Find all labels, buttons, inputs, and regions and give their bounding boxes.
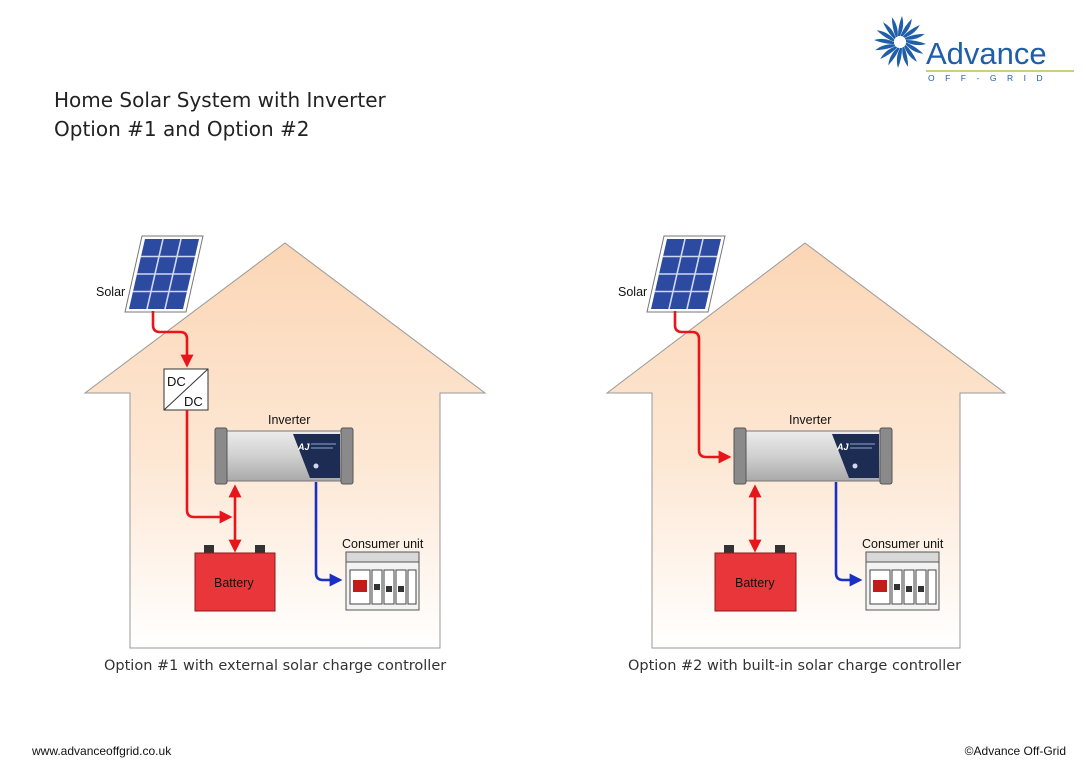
page-title-line2: Option #1 and Option #2 <box>54 117 310 141</box>
sunburst-blade <box>891 17 898 38</box>
consumer-unit-label: Consumer unit <box>862 537 944 551</box>
solar-to-inverter-wire <box>673 311 732 464</box>
battery-label: Battery <box>214 576 254 590</box>
consumer-unit <box>345 551 420 611</box>
inverter-to-consumer-ac-wire <box>314 482 343 587</box>
dc-dc-charge-controller: DC DC <box>163 368 209 411</box>
sunburst-blade <box>902 46 909 67</box>
footer-copyright: ©Advance Off-Grid <box>964 744 1066 758</box>
option-1-diagram: Solar DC DC Inverter AJ Battery <box>83 235 487 649</box>
page-title-line1: Home Solar System with Inverter <box>54 88 386 112</box>
inverter-label: Inverter <box>789 413 831 427</box>
option-2-caption: Option #2 with built-in solar charge con… <box>628 658 962 674</box>
sunburst-blade <box>883 22 896 40</box>
sunburst-blade <box>876 30 895 42</box>
inverter-to-consumer-ac-wire <box>834 482 863 587</box>
footer-website: www.advanceoffgrid.co.uk <box>32 744 172 758</box>
sunburst-blade <box>875 44 896 51</box>
sunburst-blade <box>902 25 920 38</box>
logo-brand-name: Advance <box>926 36 1047 71</box>
sunburst-blade <box>900 18 912 37</box>
sunburst-blade <box>904 44 917 62</box>
advance-off-grid-logo: Advance OFF-GRID <box>874 16 1074 83</box>
sunburst-blade <box>880 46 898 59</box>
solar-to-controller-wire <box>151 311 194 368</box>
sunburst-blade <box>874 38 894 44</box>
inverter-brand-badge: AJ <box>836 442 849 452</box>
option-2-diagram: Solar Inverter AJ Battery Consumer unit <box>605 235 1007 649</box>
dc-output-label: DC <box>184 394 203 409</box>
battery: Battery <box>194 545 276 612</box>
solar-label: Solar <box>618 285 647 299</box>
consumer-unit <box>865 551 940 611</box>
inverter-label: Inverter <box>268 413 310 427</box>
inverter: AJ <box>733 427 893 485</box>
battery-label: Battery <box>735 576 775 590</box>
sunburst-blade <box>898 16 904 36</box>
sunburst-blade <box>896 48 902 68</box>
logo-brand-subtitle: OFF-GRID <box>928 73 1053 83</box>
solar-label: Solar <box>96 285 125 299</box>
sunburst-blade <box>904 33 925 40</box>
consumer-unit-label: Consumer unit <box>342 537 424 551</box>
sunburst-logo-icon <box>874 16 926 68</box>
option-1-caption: Option #1 with external solar charge con… <box>104 658 447 674</box>
inverter: AJ <box>214 427 354 485</box>
battery: Battery <box>714 545 797 612</box>
sunburst-blade <box>906 40 926 46</box>
inverter-brand-badge: AJ <box>297 442 310 452</box>
controller-to-battery-wire <box>185 410 233 524</box>
sunburst-blade <box>905 42 924 54</box>
sunburst-blade <box>888 47 900 66</box>
solar-panel <box>646 235 726 313</box>
dc-input-label: DC <box>167 374 186 389</box>
solar-panel <box>124 235 204 313</box>
